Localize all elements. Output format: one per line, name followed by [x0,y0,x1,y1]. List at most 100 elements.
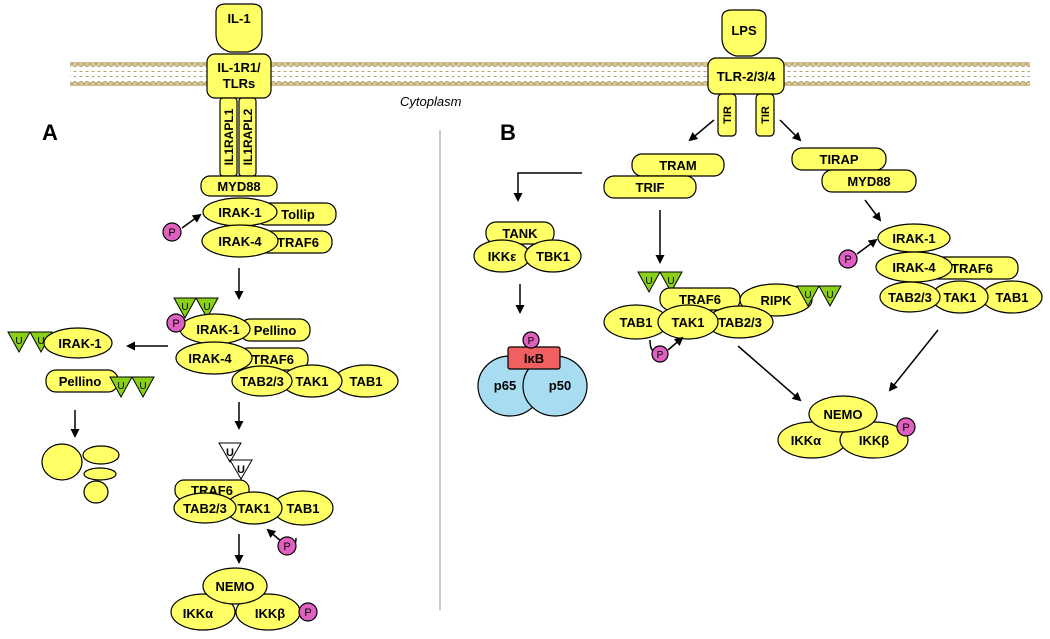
il1rapl-accessory: IL1RAPL1 IL1RAPL2 [219,97,257,177]
svg-text:P: P [902,422,909,434]
tab1-b2: TAB1 [981,280,1043,314]
svg-text:TRAF6: TRAF6 [277,235,319,250]
lps-ligand: LPS [721,9,767,57]
irak1-a2: IRAK-1 [179,313,251,345]
il1-label: IL-1 [227,11,250,26]
receptor-label-2: TLRs [223,76,256,91]
svg-text:TANK: TANK [502,226,538,241]
cytoplasm-label: Cytoplasm [400,94,462,109]
ikk-complex-a: NEMO IKKα IKKβ P [170,567,318,631]
irak4-a1: IRAK-4 [201,224,279,258]
p65-label: p65 [494,378,516,393]
il1rapl1-label: IL1RAPL1 [222,108,236,165]
tak1-a3: TAK1 [225,491,283,525]
ikb-label: IκB [524,351,544,366]
tak1-a2: TAK1 [281,364,343,398]
svg-text:IRAK-1: IRAK-1 [196,322,239,337]
svg-text:IKKε: IKKε [488,249,517,264]
irak1-a: IRAK-1 [202,197,278,227]
tab23-a2: TAB2/3 [231,365,293,397]
svg-text:IRAK-4: IRAK-4 [188,351,232,366]
tram: TRAM [631,153,725,177]
tab1-a2: TAB1 [333,364,399,398]
svg-text:U: U [645,276,652,287]
pellino-a-degraded: Pellino U U [45,369,155,399]
ikk-complex-b: NEMO IKKα IKKβ P [777,395,916,459]
svg-text:TIRAP: TIRAP [820,152,859,167]
svg-text:Pellino: Pellino [254,323,297,338]
nemo-a: NEMO [216,579,255,594]
arrow-b-ikk2 [888,329,939,392]
svg-text:P: P [172,318,179,330]
tab23-a3: TAB2/3 [173,492,237,524]
ikkb-a: IKKβ [255,606,285,621]
ikkb-b: IKKβ [859,433,889,448]
svg-text:MYD88: MYD88 [847,174,890,189]
irak4-a2: IRAK-4 [175,341,253,375]
tbk1: TBK1 [524,239,582,273]
ubiquitin-chain-a2: U U [173,297,219,320]
nfkb-complex: p65 p50 IκB P [477,331,588,417]
phospho-a2: P [166,313,186,333]
myd88-a: MYD88 [200,175,278,197]
svg-text:TRAF6: TRAF6 [951,261,993,276]
svg-text:P: P [844,254,851,266]
tirap: TIRAP [791,147,887,171]
svg-text:TRAM: TRAM [659,158,697,173]
svg-text:U: U [203,302,210,313]
tab23-b1: TAB2/3 [706,305,774,339]
p50-label: p50 [549,378,571,393]
svg-text:LPS: LPS [731,23,757,38]
svg-text:RIPK: RIPK [760,293,792,308]
traf6-b1: TRAF6 [659,287,741,311]
ikka-b: IKKα [791,433,821,448]
svg-text:P: P [304,607,311,619]
tir-domains: TIR TIR [717,93,775,137]
svg-text:TIR: TIR [760,106,772,124]
svg-text:MYD88: MYD88 [217,179,260,194]
svg-text:U: U [139,381,146,392]
pellino-a1: Pellino [239,318,311,342]
svg-text:U: U [667,276,674,287]
myd88-b: MYD88 [821,169,917,193]
svg-text:U: U [804,290,811,301]
svg-text:U: U [15,336,22,347]
svg-text:TAK1: TAK1 [944,290,977,305]
ubiquitin-chain-b1: U U [637,271,683,294]
traf6-a2: TRAF6 [237,347,309,371]
cell-membrane [70,62,1030,86]
svg-text:TAK1: TAK1 [672,315,705,330]
svg-text:TAB2/3: TAB2/3 [240,374,284,389]
svg-text:TAB1: TAB1 [620,315,653,330]
svg-text:TRAF6: TRAF6 [679,292,721,307]
svg-text:P: P [168,227,175,239]
receptor-label-1: IL-1R1/ [217,60,261,75]
svg-text:IRAK-4: IRAK-4 [218,234,262,249]
svg-text:U: U [37,336,44,347]
panel-a-label: A [42,120,58,145]
degraded-fragments [41,443,120,504]
irak1-b: IRAK-1 [877,223,951,253]
arrow-b-ikk1 [737,345,802,402]
il1rapl2-label: IL1RAPL2 [241,108,255,165]
svg-text:U: U [826,290,833,301]
irak1-a-degraded: IRAK-1 [43,327,113,359]
svg-text:TAB2/3: TAB2/3 [183,501,227,516]
svg-text:TBK1: TBK1 [536,249,570,264]
tak1-b1: TAK1 [657,304,719,340]
phospho-a1: P [162,213,202,242]
svg-text:TAB1: TAB1 [350,374,383,389]
svg-text:P: P [283,541,290,553]
svg-text:P: P [528,336,535,347]
phospho-b1: P [649,336,684,363]
svg-text:TRIF: TRIF [636,180,665,195]
ubiquitin-white-a3: U U [218,442,253,480]
nemo-b: NEMO [824,407,863,422]
svg-text:Tollip: Tollip [281,207,315,222]
svg-text:TAB2/3: TAB2/3 [718,315,762,330]
svg-text:IRAK-1: IRAK-1 [58,336,101,351]
arrow-b-irak [864,199,882,222]
svg-text:TAK1: TAK1 [238,501,271,516]
